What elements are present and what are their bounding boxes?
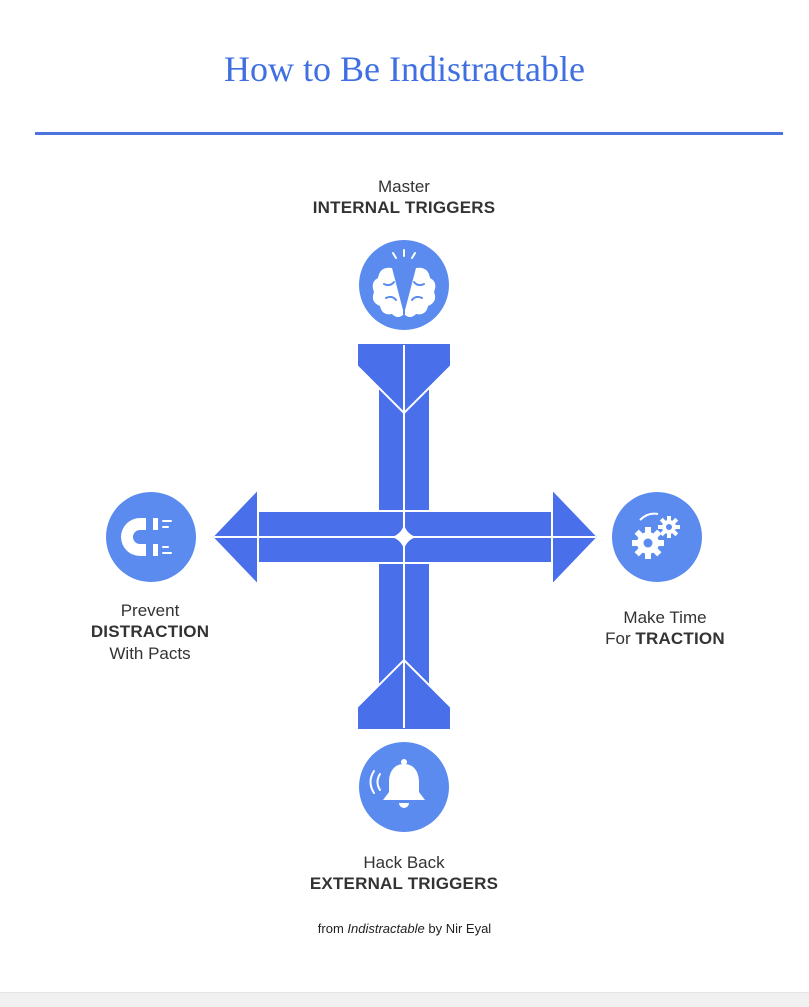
- left-node: [106, 492, 196, 582]
- internal-triggers-pre: Master: [378, 177, 430, 196]
- internal-triggers-label: Master INTERNAL TRIGGERS: [254, 176, 554, 219]
- external-triggers-bold: EXTERNAL TRIGGERS: [309, 874, 499, 894]
- distraction-bold: DISTRACTION: [90, 622, 210, 642]
- external-triggers-pre: Hack Back: [363, 853, 445, 872]
- title-divider: [35, 132, 783, 135]
- traction-bold: TRACTION: [635, 629, 725, 649]
- traction-label: Make Time For TRACTION: [515, 607, 809, 650]
- gears-icon: [632, 512, 680, 559]
- traction-pre: Make Time: [623, 608, 707, 627]
- distraction-post: With Pacts: [109, 643, 191, 663]
- footer-band: [0, 992, 809, 1007]
- caption-suffix: by Nir Eyal: [424, 921, 492, 936]
- page-title: How to Be Indistractable: [224, 49, 585, 89]
- center-star: [392, 525, 416, 549]
- distraction-pre: Prevent: [120, 601, 180, 620]
- bell-icon: [369, 759, 425, 808]
- brain-icon: [372, 249, 436, 317]
- distraction-label: Prevent DISTRACTION With Pacts: [0, 600, 300, 664]
- traction-line: For TRACTION: [515, 628, 809, 649]
- top-node: [359, 240, 449, 330]
- external-triggers-label: Hack Back EXTERNAL TRIGGERS: [254, 852, 554, 895]
- magnet-icon: [121, 518, 172, 556]
- caption-prefix: from: [317, 921, 348, 936]
- bottom-node: [359, 742, 449, 832]
- right-node: [612, 492, 702, 582]
- internal-triggers-bold: INTERNAL TRIGGERS: [312, 198, 496, 218]
- source-caption: from Indistractable by Nir Eyal: [0, 921, 809, 936]
- caption-book-title: Indistractable: [347, 921, 425, 936]
- traction-for: For: [605, 629, 636, 649]
